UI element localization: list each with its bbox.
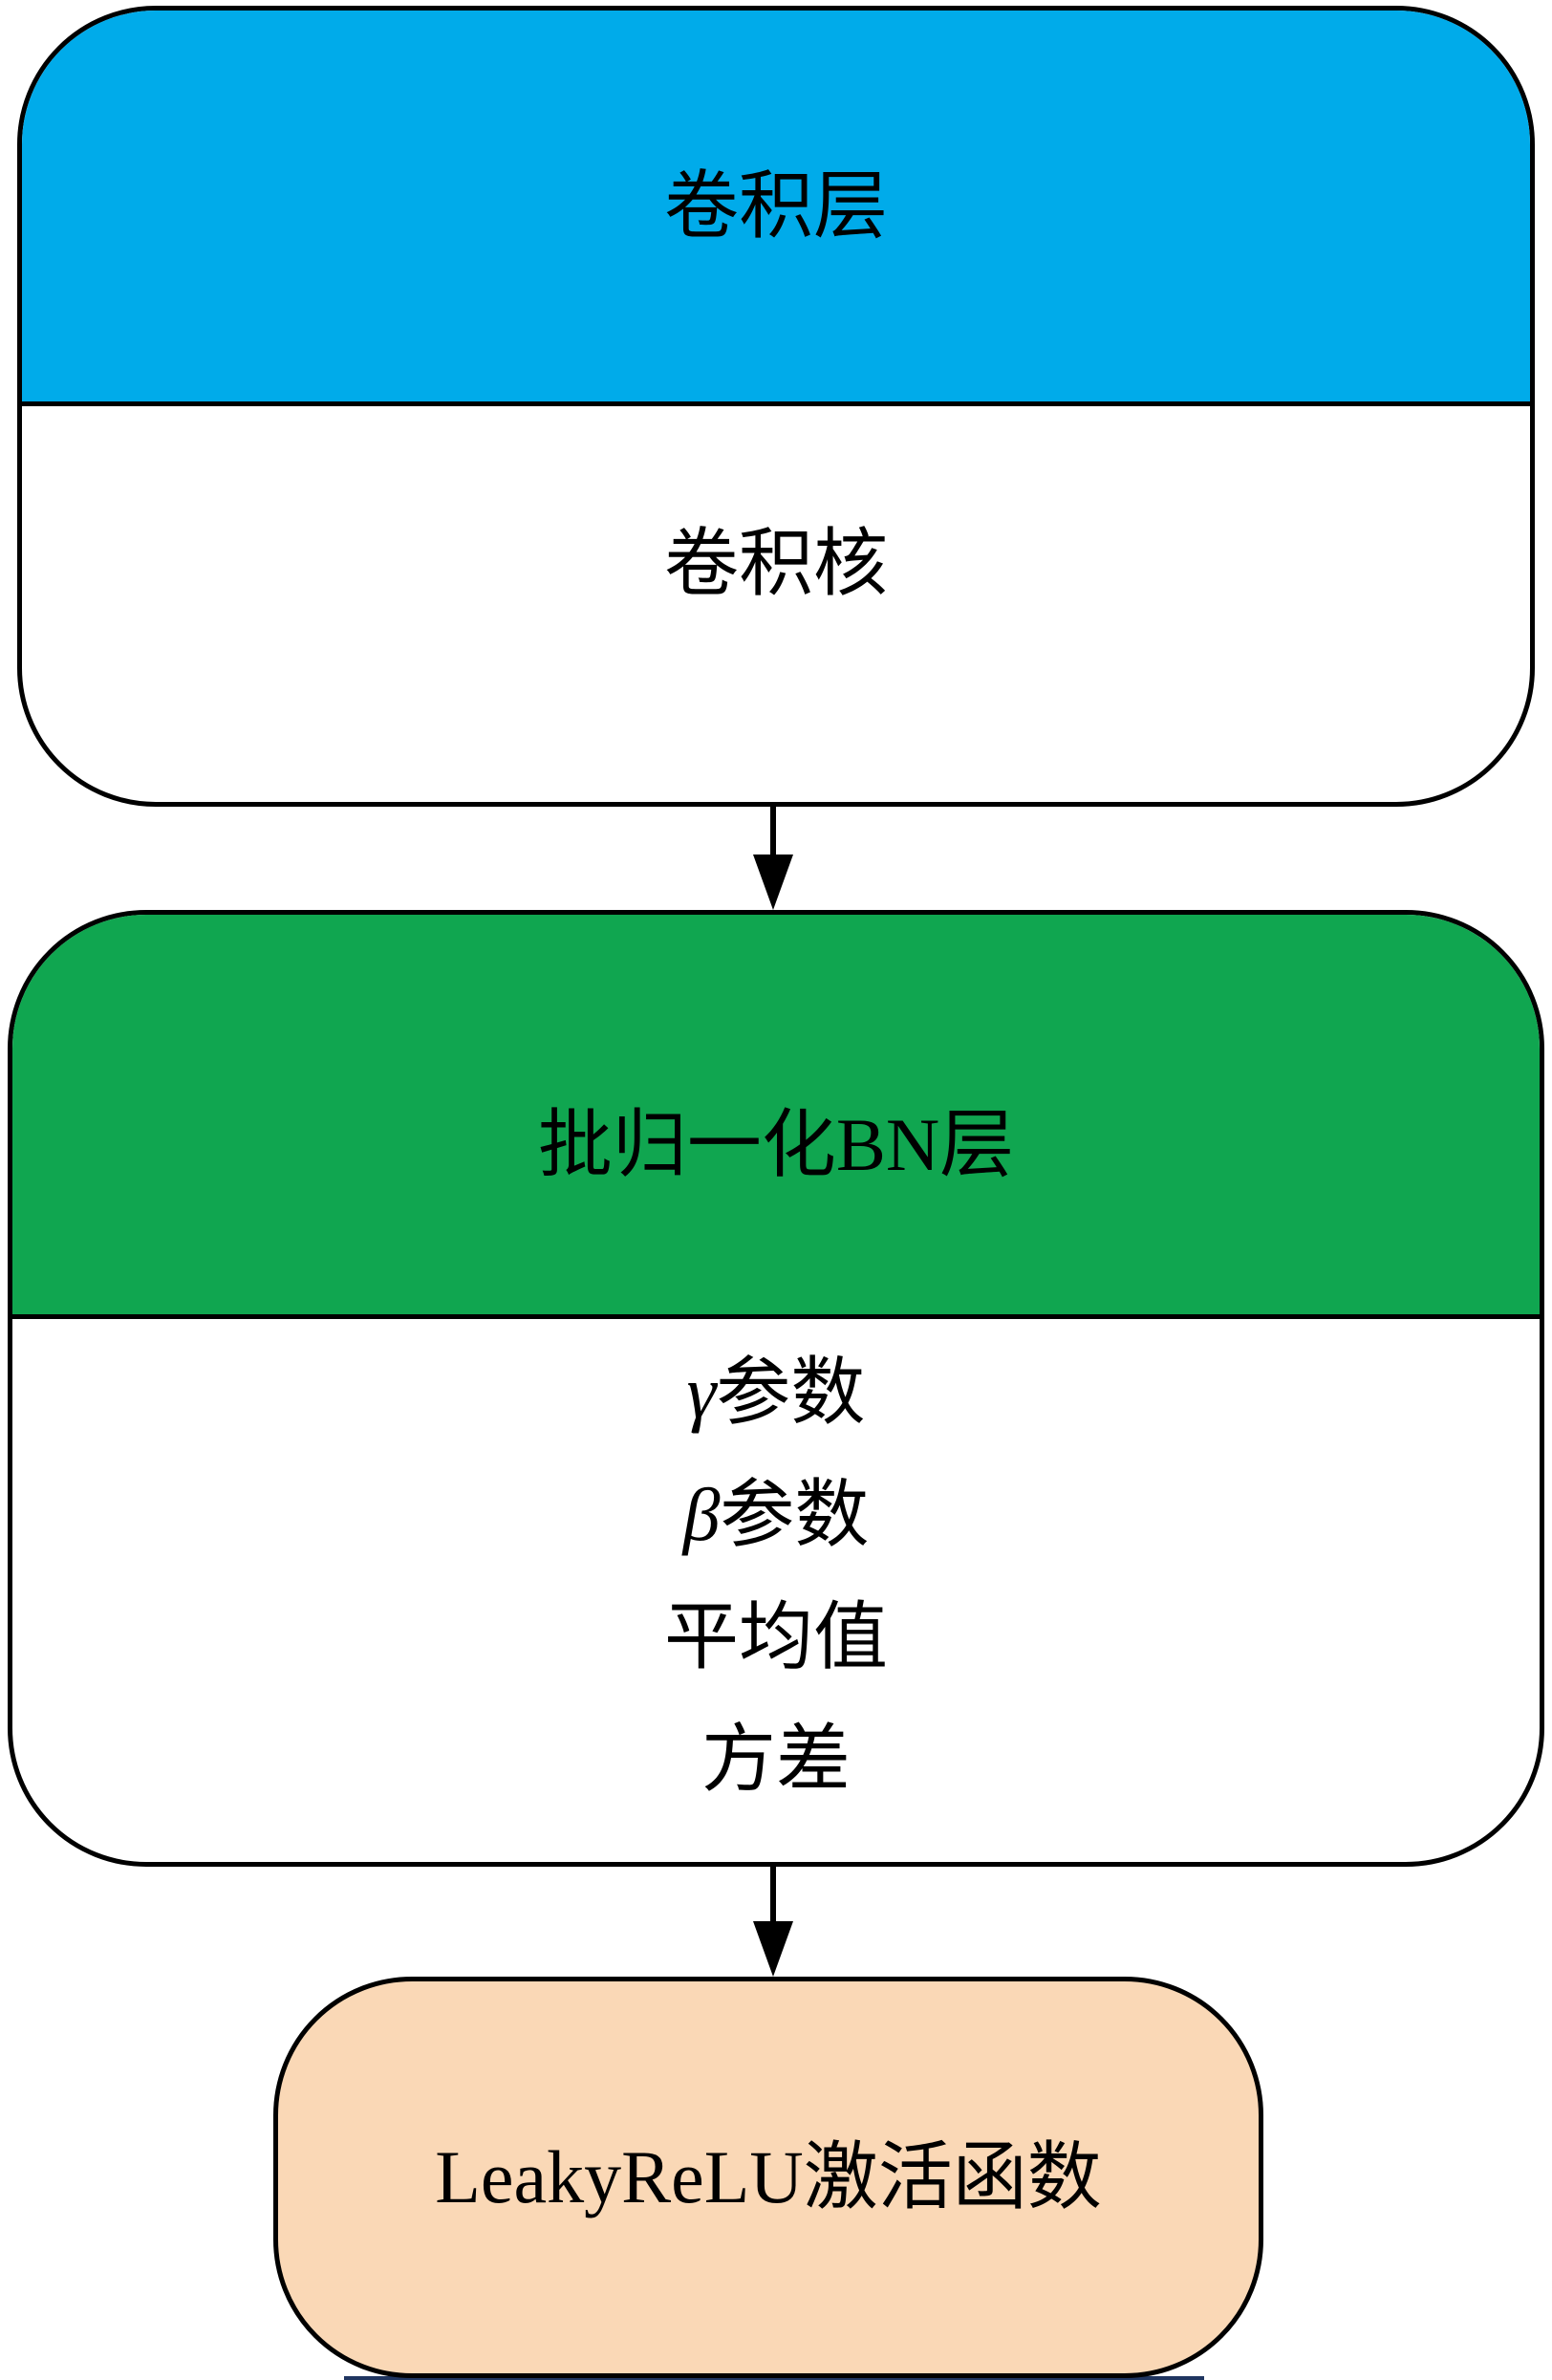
arrow-down-icon [750,1867,796,1977]
node-leakyrelu-activation: LeakyReLU激活函数 [273,1977,1263,2378]
gamma-label: 参数 [716,1351,866,1434]
node-bn-layer: 批归一化BN层 γ参数 β参数 平均值 方差 [8,910,1544,1867]
bn-param-variance: 方差 [701,1698,851,1821]
conv-layer-title: 卷积层 [663,163,888,248]
conv-layer-header: 卷积层 [22,11,1530,406]
conv-kernel-label: 卷积核 [663,522,888,605]
bn-param-gamma: γ参数 [687,1331,866,1454]
bn-param-beta: β参数 [683,1454,870,1576]
gamma-symbol: γ [686,1351,717,1434]
beta-label: 参数 [720,1473,870,1556]
conv-layer-body: 卷积核 [22,406,1530,802]
bn-layer-body: γ参数 β参数 平均值 方差 [12,1319,1540,1862]
arrow-head [753,1921,793,1977]
node-conv-layer: 卷积层 卷积核 [17,6,1535,807]
bn-layer-title: 批归一化BN层 [537,1103,1015,1186]
leakyrelu-label: LeakyReLU激活函数 [435,2135,1102,2218]
bn-param-mean: 平均值 [664,1576,888,1698]
arrow-down-icon [750,807,796,910]
arrow-stem [770,1867,776,1921]
mean-label: 平均值 [663,1595,888,1678]
variance-label: 方差 [701,1718,851,1801]
arrow-head [753,855,793,910]
cropped-element-edge [344,2376,1204,2380]
arrow-stem [770,807,776,855]
beta-symbol: β [682,1473,721,1556]
bn-layer-header: 批归一化BN层 [12,915,1540,1319]
